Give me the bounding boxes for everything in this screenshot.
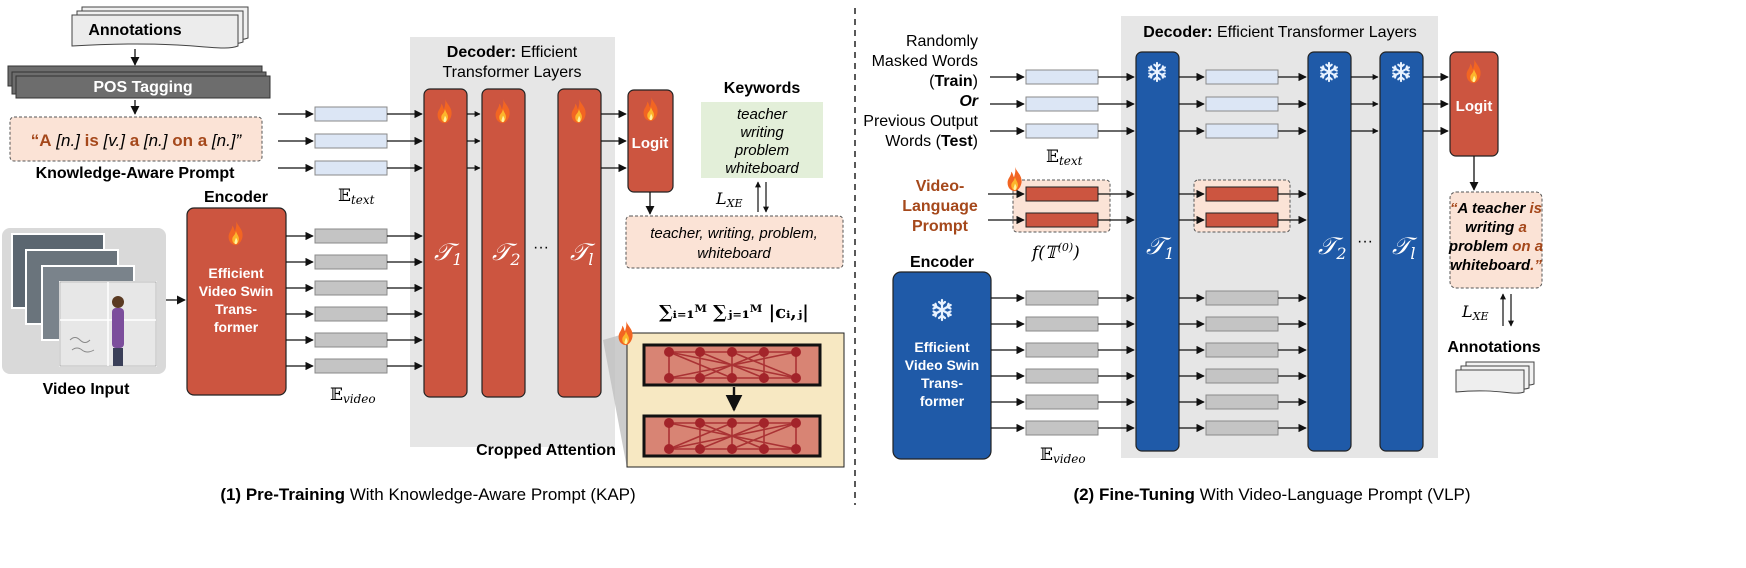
- transformer-layer-1-frozen: 𝒯1: [1135, 51, 1180, 452]
- video-tokens-right: [991, 290, 1135, 436]
- caption-pretraining: (1) Pre-Training With Knowledge-Aware Pr…: [220, 485, 635, 504]
- output-caption-text: “A teacher is writing a problem on a whi…: [1448, 200, 1543, 274]
- decoder-title-right: Decoder: Efficient Transformer Layers: [1143, 24, 1417, 41]
- keyword-output-box: [625, 215, 844, 269]
- svg-text:(Train): (Train): [929, 73, 978, 90]
- svg-text:Or: Or: [959, 93, 978, 110]
- annotations-label: Annotations: [88, 22, 181, 39]
- layer-ellipsis-left: ···: [533, 239, 549, 256]
- finetuning-panel: Decoder: Efficient Transformer Layers Ra…: [863, 16, 1543, 504]
- svg-text:Efficient: Efficient: [208, 265, 264, 281]
- decoder-title-line2: Transformer Layers: [443, 64, 582, 81]
- e-text-label-right: 𝔼text: [1046, 147, 1083, 168]
- svg-text:Video-: Video-: [916, 178, 965, 195]
- svg-text:Words (Test): Words (Test): [885, 133, 978, 150]
- svg-text:Prompt: Prompt: [912, 218, 969, 235]
- intermediate-tokens: [1179, 69, 1307, 436]
- pretraining-panel: Decoder: Efficient Transformer Layers An…: [2, 6, 845, 504]
- svg-text:Previous Output: Previous Output: [863, 113, 978, 130]
- annotations-label-right: Annotations: [1447, 339, 1540, 356]
- annotations-doc-stack-right: [1455, 361, 1535, 394]
- vlp-token-2: [1025, 212, 1099, 228]
- logit-label-right: Logit: [1456, 98, 1493, 115]
- pos-tagging-label: POS Tagging: [93, 79, 192, 96]
- flame-icon: [618, 320, 633, 346]
- annotations-doc-stack: [71, 6, 249, 49]
- svg-text:Trans-: Trans-: [215, 301, 257, 317]
- encoder-text-right: Efficient Video Swin Trans- former: [905, 339, 979, 409]
- video-frames-stack: [11, 233, 157, 367]
- svg-text:former: former: [214, 319, 259, 335]
- zoom-wedge: [603, 333, 627, 468]
- svg-text:𝒯l: 𝒯l: [1392, 232, 1418, 263]
- encoder-label-left: Encoder: [204, 189, 268, 206]
- kap-prompt-box: [9, 116, 263, 162]
- lxe-label-left: LXE: [715, 189, 743, 210]
- layer-arrows-left: [467, 109, 627, 173]
- e-video-label-right: 𝔼video: [1040, 445, 1086, 466]
- transformer-layer-l: 𝒯l: [557, 88, 602, 398]
- text-tokens-left: [278, 106, 423, 176]
- vlp-token-1: [1025, 186, 1099, 202]
- svg-text:problem: problem: [734, 142, 789, 159]
- svg-text:𝒯1: 𝒯1: [1146, 232, 1175, 263]
- svg-text:Decoder: Efficient: Decoder: Efficient: [447, 44, 578, 61]
- svg-text:Masked Words: Masked Words: [872, 53, 978, 70]
- svg-text:Video Swin: Video Swin: [905, 357, 979, 373]
- svg-text:whiteboard.”: whiteboard.”: [1450, 257, 1542, 274]
- kap-label: Knowledge-Aware Prompt: [36, 165, 236, 182]
- encoder-text-left: Efficient Video Swin Trans- former: [199, 265, 273, 335]
- encoder-box-right: [892, 271, 992, 460]
- video-input-label: Video Input: [43, 381, 130, 398]
- svg-text:writing a: writing a: [1465, 219, 1527, 236]
- keywords-list: teacher writing problem whiteboard: [725, 106, 799, 177]
- encoder-box-left: [186, 207, 287, 396]
- svg-text:former: former: [920, 393, 965, 409]
- decoder-title-rest: Efficient: [516, 44, 578, 61]
- video-tokens-left: [286, 228, 423, 374]
- flame-icon: [1007, 166, 1022, 192]
- layer-arrows-right: [1351, 72, 1449, 136]
- keywords-title: Keywords: [724, 80, 801, 97]
- cropped-attention-label: Cropped Attention: [476, 442, 616, 459]
- input-description: Randomly Masked Words (Train) Or Previou…: [863, 33, 979, 150]
- svg-text:teacher: teacher: [737, 106, 788, 123]
- f-t0-label: f(𝕋(0)): [1030, 241, 1080, 263]
- keyword-output-line1: teacher, writing, problem,: [650, 225, 818, 242]
- layer-ellipsis-right: ···: [1357, 233, 1373, 250]
- encoder-label-right: Encoder: [910, 254, 974, 271]
- svg-text:“A teacher is: “A teacher is: [1450, 200, 1542, 217]
- keyword-output-line2: whiteboard: [697, 245, 771, 262]
- vlp-label: Video- Language Prompt: [902, 178, 978, 235]
- lxe-label-right: LXE: [1461, 302, 1489, 323]
- svg-text:problem on a: problem on a: [1448, 238, 1543, 255]
- svg-text:Video Swin: Video Swin: [199, 283, 273, 299]
- svg-text:whiteboard: whiteboard: [725, 160, 799, 177]
- e-video-label-left: 𝔼video: [330, 385, 376, 406]
- attention-graph: [642, 343, 822, 458]
- transformer-layer-2: 𝒯2: [481, 88, 526, 398]
- keywords-box: [701, 102, 823, 178]
- pos-tagging-stack: [7, 65, 271, 99]
- decoder-title-bold: Decoder:: [447, 44, 516, 61]
- svg-text:Randomly: Randomly: [906, 33, 978, 50]
- transformer-layer-l-frozen: 𝒯l: [1379, 51, 1424, 452]
- svg-text:writing: writing: [740, 124, 784, 141]
- logit-label-left: Logit: [632, 135, 669, 152]
- transformer-layer-1: 𝒯1: [423, 88, 468, 398]
- svg-text:Efficient: Efficient: [914, 339, 970, 355]
- svg-text:Trans-: Trans-: [921, 375, 963, 391]
- svg-text:Language: Language: [902, 198, 978, 215]
- caption-finetuning: (2) Fine-Tuning With Video-Language Prom…: [1073, 485, 1470, 504]
- transformer-layer-2-frozen: 𝒯2: [1307, 51, 1352, 452]
- attention-sum-formula: ∑ᵢ₌₁ᴹ ∑ⱼ₌₁ᴹ |cᵢ,ⱼ|: [659, 302, 809, 323]
- kap-prompt-text: “A [n.] is [v.] a [n.] on a [n.]”: [31, 131, 243, 150]
- text-tokens-right: [990, 69, 1135, 139]
- output-caption-box: [1449, 191, 1543, 289]
- e-text-label-left: 𝔼text: [338, 186, 375, 207]
